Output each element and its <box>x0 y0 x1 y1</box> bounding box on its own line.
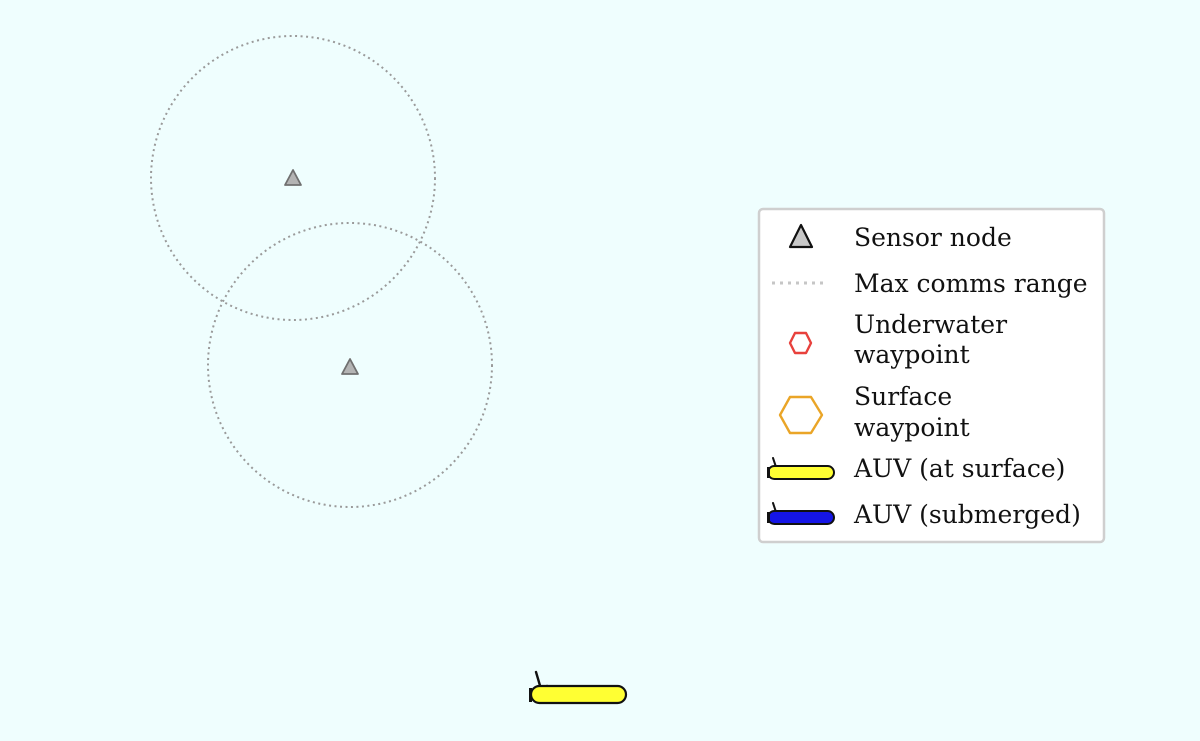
auv-submerged-legend-icon <box>767 502 835 525</box>
triangle-icon <box>788 223 814 249</box>
legend-label-auv-submerged: AUV (submerged) <box>853 500 1081 529</box>
sensor-node-icon <box>341 358 359 375</box>
legend-label-surface-1: Surface <box>854 382 952 411</box>
auv-surface-legend-icon <box>767 457 835 480</box>
legend-label-auv-surface: AUV (at surface) <box>853 454 1065 483</box>
comms-range-circle <box>207 222 493 508</box>
legend-label-sensor: Sensor node <box>854 223 1012 252</box>
legend-label-range: Max comms range <box>854 269 1088 298</box>
legend: Sensor node Max comms range Underwater w… <box>757 207 1106 544</box>
legend-box <box>757 207 1106 544</box>
legend-label-underwater-1: Underwater <box>854 310 1007 339</box>
surface-waypoint-icon <box>778 395 824 435</box>
underwater-waypoint-icon <box>788 331 813 355</box>
legend-label-surface-2: waypoint <box>854 413 970 442</box>
legend-label-underwater-2: waypoint <box>854 340 970 369</box>
sensor-node-icon <box>284 169 302 186</box>
auv-icon <box>529 670 628 705</box>
comms-range-circle <box>150 35 436 321</box>
